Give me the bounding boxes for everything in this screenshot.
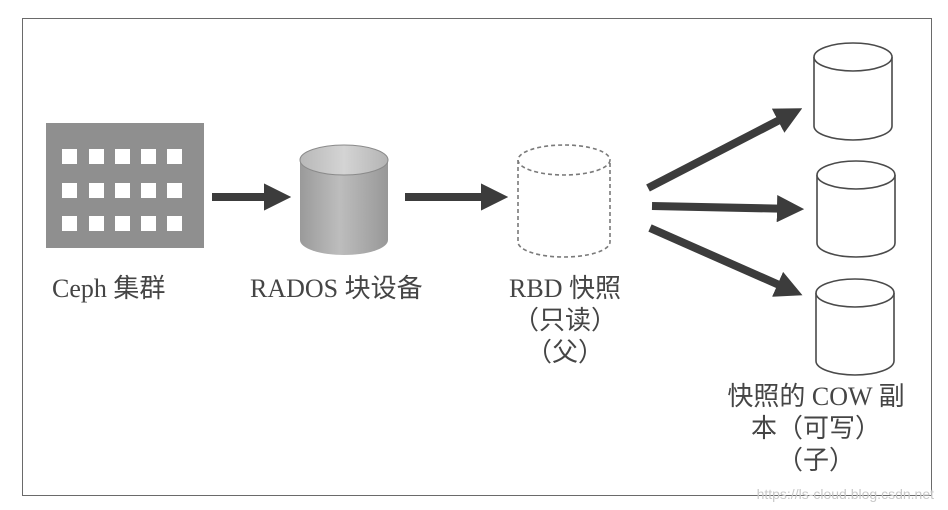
ceph-cluster-icon — [46, 123, 204, 248]
snapshot-label: RBD 快照 （只读） （父） — [490, 273, 640, 369]
cluster-nodes — [62, 149, 182, 231]
cluster-label: Ceph 集群 — [52, 274, 166, 303]
diagram-frame — [22, 18, 932, 496]
cow-clone-label-line: （子） — [776, 446, 855, 475]
snapshot-label-line: （父） — [525, 338, 604, 367]
rados-label: RADOS 块设备 — [250, 274, 423, 303]
snapshot-cylinder-icon — [517, 144, 611, 258]
clone-cylinder-icon — [815, 278, 895, 376]
rados-cylinder-icon — [299, 144, 389, 255]
clone-cylinder-icon — [816, 160, 896, 258]
arrow-to-clone-top — [646, 108, 803, 192]
cow-clone-label: 快照的 COW 副 本（可写） （子） — [713, 381, 919, 477]
snapshot-label-line: （只读） — [512, 306, 617, 335]
watermark: https://ls-cloud.blog.csdn.net — [756, 486, 934, 502]
arrow-to-clone-bottom — [648, 224, 803, 297]
clone-cylinder-icon — [813, 42, 893, 141]
cow-clone-label-line: 快照的 COW 副 — [727, 382, 905, 411]
arrow-to-clone-middle — [651, 195, 805, 223]
snapshot-label-line: RBD 快照 — [509, 274, 621, 303]
cow-clone-label-line: 本（可写） — [750, 414, 881, 443]
